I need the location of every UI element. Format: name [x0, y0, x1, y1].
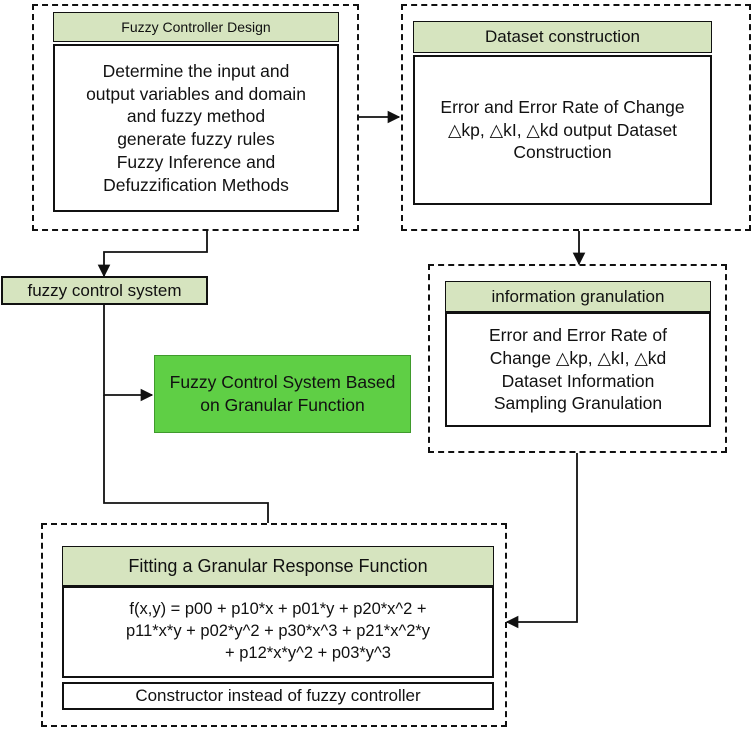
granular-response-formula: f(x,y) = p00 + p10*x + p01*y + p20*x^2 +… [64, 588, 492, 676]
granulation-line: Error and Error Rate of [489, 325, 667, 345]
granulation-line: Dataset Information [501, 370, 655, 391]
granular-response-footer-box: Constructor instead of fuzzy controller [62, 682, 494, 710]
design-line: output variables and domain [86, 83, 306, 104]
dataset-line: Error and Error Rate of Change [440, 96, 685, 117]
granular-response-formula-box: f(x,y) = p00 + p10*x + p01*y + p20*x^2 +… [62, 586, 494, 678]
information-granulation-text: Error and Error Rate of Change △kp, △kI,… [447, 314, 709, 425]
information-granulation-box: Error and Error Rate of Change △kp, △kI,… [445, 312, 711, 427]
information-granulation-group [428, 264, 727, 453]
granular-system-line: on Granular Function [200, 395, 365, 415]
fuzzy-controller-design-box: Determine the input and output variables… [53, 44, 339, 212]
dataset-line: △kp, △kI, △kd output Dataset [447, 119, 678, 140]
fuzzy-control-system-box: fuzzy control system [1, 276, 208, 305]
formula-line: p11*x*y + p02*y^2 + p30*x^3 + p21*x^2*y [125, 622, 431, 641]
design-line: generate fuzzy rules [117, 129, 275, 149]
dataset-construction-box: Error and Error Rate of Change △kp, △kI,… [413, 55, 712, 205]
dataset-line: Construction [513, 142, 612, 163]
granulation-line: Change △kp, △kI, △kd [489, 347, 667, 368]
design-line: Defuzzification Methods [103, 174, 289, 195]
arrow-fuzzy-system-to-granular-system [103, 305, 154, 402]
dataset-construction-group [401, 4, 751, 231]
fuzzy-controller-design-text: Determine the input and output variables… [55, 46, 337, 210]
fuzzy-controller-design-group [32, 4, 359, 231]
design-line: Fuzzy Inference and [116, 151, 276, 172]
granular-response-title: Fitting a Granular Response Function [62, 546, 494, 586]
granulation-line: Sampling Granulation [493, 393, 663, 414]
granular-system-line: Fuzzy Control System Based [169, 372, 396, 393]
dataset-construction-text: Error and Error Rate of Change △kp, △kI,… [415, 57, 710, 203]
arrow-granulation-to-response [505, 453, 578, 629]
formula-line: + p12*x*y^2 + p03*y^3 [225, 643, 391, 662]
granular-response-group [41, 523, 507, 727]
fuzzy-controller-design-title: Fuzzy Controller Design [53, 12, 339, 42]
information-granulation-title: information granulation [445, 281, 711, 312]
granular-function-system-box: Fuzzy Control System Based on Granular F… [154, 355, 411, 433]
arrow-design-to-fuzzy-system [97, 231, 208, 278]
design-line: and fuzzy method [126, 106, 266, 127]
design-line: Determine the input and [102, 60, 290, 81]
formula-line: f(x,y) = p00 + p10*x + p01*y + p20*x^2 + [129, 600, 427, 619]
granular-response-footer: Constructor instead of fuzzy controller [135, 685, 421, 705]
line-fuzzy-system-to-response [103, 395, 269, 523]
dataset-construction-title: Dataset construction [413, 21, 712, 53]
